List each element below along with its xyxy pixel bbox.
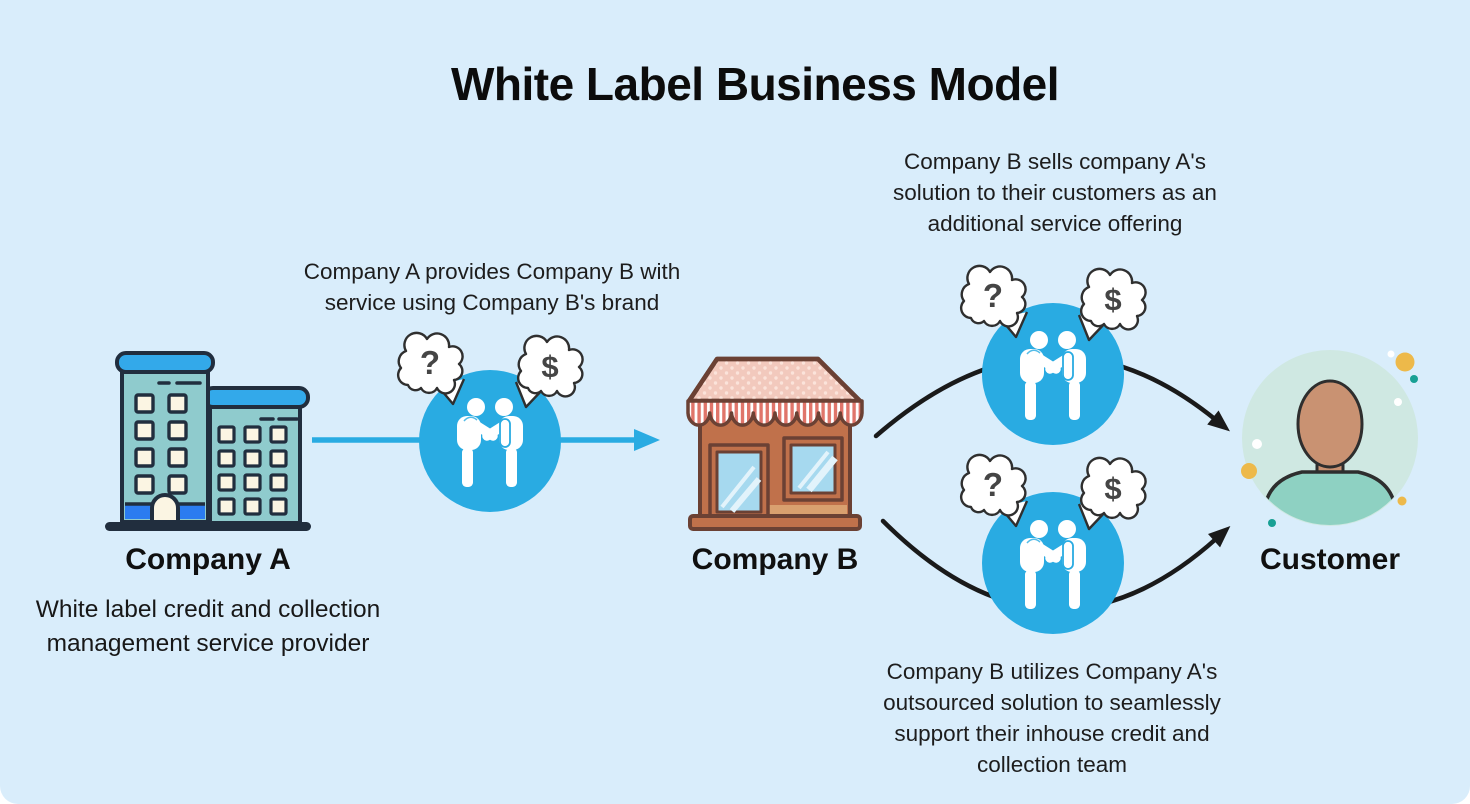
decorative-dots	[1241, 350, 1418, 527]
svg-text:?: ?	[983, 466, 1003, 503]
caption-b-to-customer-bottom: Company B utilizes Company A's outsource…	[883, 659, 1221, 777]
storefront-icon	[686, 356, 864, 531]
customer-label: Customer	[1259, 543, 1401, 576]
thought-bubble-question: ?	[959, 264, 1029, 339]
svg-text:$: $	[541, 349, 558, 384]
company-a-description: White label credit and collection manage…	[35, 596, 381, 657]
thought-bubble-question: ?	[396, 331, 466, 406]
caption-a-to-b: Company A provides Company B with servic…	[303, 259, 681, 315]
svg-text:$: $	[1104, 282, 1121, 317]
svg-text:?: ?	[983, 277, 1003, 314]
thought-bubble-question: ?	[959, 453, 1029, 528]
person-avatar-icon	[1241, 350, 1418, 527]
building-icon	[105, 351, 311, 531]
company-b-label: Company B	[691, 543, 859, 576]
page-title: White Label Business Model	[450, 57, 1060, 110]
caption-b-to-customer-top: Company B sells company A's solution to …	[893, 149, 1217, 236]
handshake-icon: ? $	[959, 453, 1147, 634]
thought-bubble-dollar: $	[1077, 267, 1147, 342]
svg-text:?: ?	[420, 344, 440, 381]
svg-text:$: $	[1104, 471, 1121, 506]
handshake-icon: ? $	[396, 331, 584, 512]
company-a-label: Company A	[125, 543, 291, 576]
thought-bubble-dollar: $	[514, 334, 584, 409]
thought-bubble-dollar: $	[1077, 456, 1147, 531]
